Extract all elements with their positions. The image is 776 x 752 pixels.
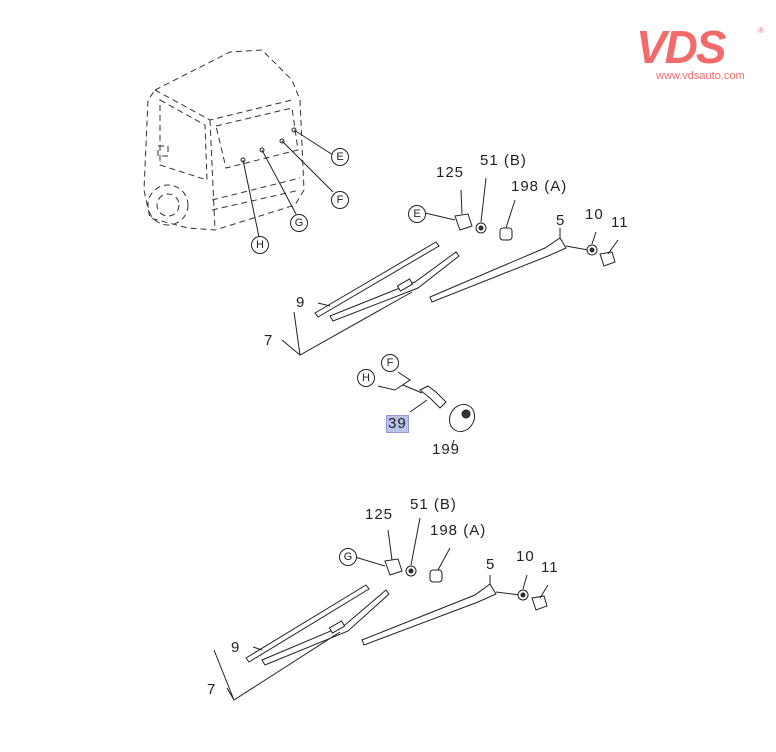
callout-upper-9[interactable]: 9 [296,294,306,311]
callout-upper-125[interactable]: 125 [436,164,465,181]
callout-39-selected[interactable]: 39 [386,415,409,433]
logo-brand: VDS [636,21,727,73]
callout-lower-10[interactable]: 10 [516,548,535,565]
callout-upper-51b[interactable]: 51 (B) [480,152,527,169]
callout-vehicle-f[interactable]: F [331,191,349,209]
motor-mount-assembly [377,371,476,447]
callout-lower-51b[interactable]: 51 (B) [410,496,457,513]
callout-vehicle-h[interactable]: H [251,236,269,254]
callout-lower-198a[interactable]: 198 (A) [430,522,487,539]
callout-upper-7[interactable]: 7 [264,332,274,349]
callout-lower-125[interactable]: 125 [365,506,394,523]
callout-upper-198a[interactable]: 198 (A) [511,178,568,195]
vehicle-outline [143,49,334,238]
callout-lower-7[interactable]: 7 [207,681,217,698]
callout-199[interactable]: 199 [432,441,461,458]
logo-url: www.vdsauto.com [656,70,745,82]
lower-wiper-assembly [213,517,549,701]
callout-lower-ref-g[interactable]: G [339,548,357,566]
callout-lower-5[interactable]: 5 [486,556,496,573]
callout-upper-10[interactable]: 10 [585,206,604,223]
callout-middle-ref-h[interactable]: H [357,369,375,387]
callout-vehicle-g[interactable]: G [290,214,308,232]
logo-registered: ® [758,26,764,35]
callout-vehicle-e[interactable]: E [331,148,349,166]
callout-middle-ref-f[interactable]: F [381,354,399,372]
callout-upper-ref-e[interactable]: E [408,205,426,223]
upper-wiper-assembly [281,177,619,356]
callout-lower-11[interactable]: 11 [541,559,559,576]
callout-upper-11[interactable]: 11 [611,214,629,231]
callout-lower-9[interactable]: 9 [231,639,241,656]
vds-logo: VDS ® www.vdsauto.com [636,24,766,82]
callout-upper-5[interactable]: 5 [556,212,566,229]
